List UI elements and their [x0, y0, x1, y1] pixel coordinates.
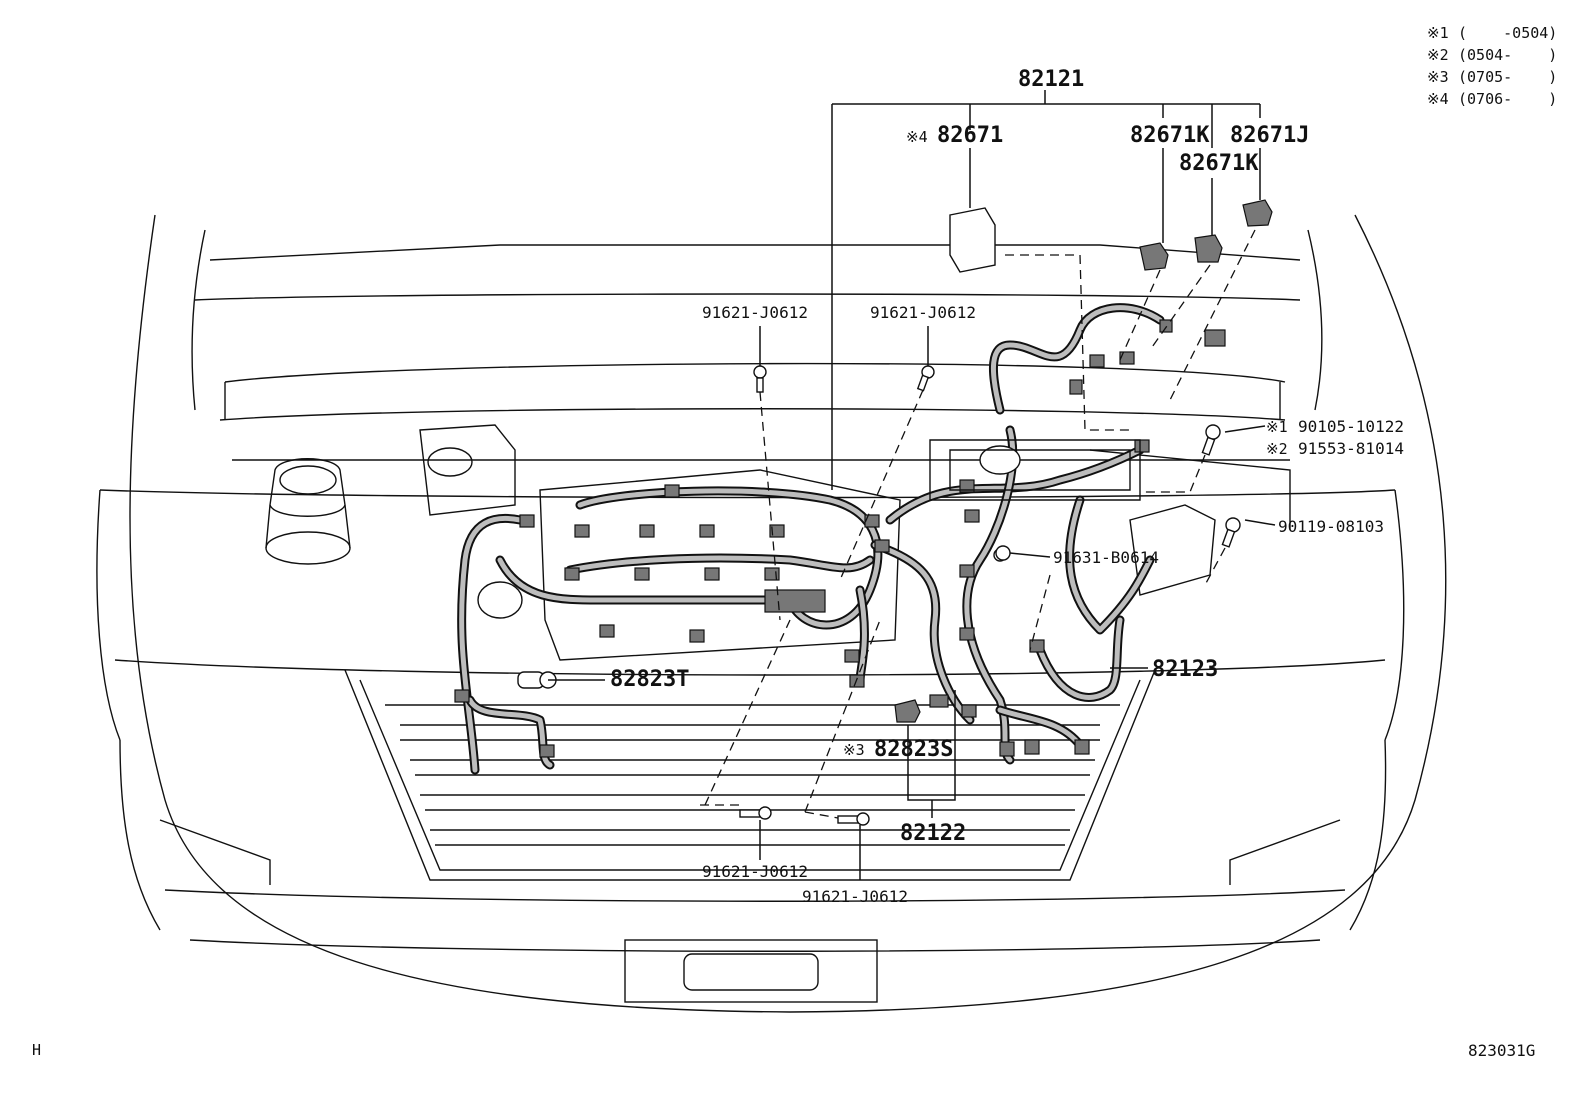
clamp-82823s-icon — [894, 699, 921, 723]
mark-90105: ※1 — [1266, 418, 1288, 436]
applicability-notes: ※1 ( -0504) ※2 (0504- ) ※3 (0705- ) ※4 (… — [1427, 24, 1557, 108]
relay-82671j-icon — [1242, 199, 1273, 227]
label-82823s: 82823S — [874, 737, 953, 762]
dashed-guides — [700, 229, 1256, 819]
note-mark-3: ※3 — [1427, 68, 1449, 86]
label-bolt-top-left: 91621-J0612 — [702, 303, 808, 322]
bolt-90105-icon — [1201, 424, 1221, 456]
label-82671j: 82671J — [1230, 123, 1309, 148]
label-bolt-bottom-left: 91621-J0612 — [702, 862, 808, 881]
bolt-bottom-mid-icon — [837, 812, 870, 826]
label-90105: 90105-10122 — [1298, 417, 1404, 436]
label-82121: 82121 — [1018, 67, 1084, 92]
note-range-1: ( -0504) — [1458, 24, 1557, 42]
mark-82671: ※4 — [906, 128, 928, 146]
relay-82671k-a-icon — [1139, 242, 1169, 271]
label-82671k-b: 82671K — [1179, 151, 1259, 176]
note-mark-1: ※1 — [1427, 24, 1449, 42]
label-82122: 82122 — [900, 821, 966, 846]
label-90119: 90119-08103 — [1278, 517, 1384, 536]
note-mark-4: ※4 — [1427, 90, 1449, 108]
note-range-4: (0706- ) — [1458, 90, 1557, 108]
bolt-91631-icon — [995, 545, 1011, 561]
part-labels: 82121 ※4 82671 82671K 82671J 82671K 9162… — [610, 67, 1404, 906]
note-range-3: (0705- ) — [1458, 68, 1557, 86]
label-bolt-top-mid: 91621-J0612 — [870, 303, 976, 322]
relay-parts — [949, 199, 1273, 273]
bolt-top-left-icon — [753, 365, 767, 393]
corner-letter: H — [32, 1041, 41, 1059]
bolt-90119-icon — [1221, 517, 1241, 548]
relay-82671-icon — [949, 207, 996, 273]
vehicle-body-outline — [96, 214, 1447, 1013]
label-82671k-a: 82671K — [1130, 123, 1210, 148]
note-range-2: (0504- ) — [1458, 46, 1557, 64]
bolt-top-mid-icon — [916, 365, 935, 392]
bolts — [517, 365, 1241, 826]
figure-code: 823031G — [1468, 1041, 1535, 1060]
label-91553: 91553-81014 — [1298, 439, 1404, 458]
label-82123: 82123 — [1152, 657, 1218, 682]
mark-82823s: ※3 — [843, 741, 865, 759]
bolt-bottom-left-icon — [739, 806, 772, 820]
note-mark-2: ※2 — [1427, 46, 1449, 64]
label-82671: 82671 — [937, 123, 1003, 148]
label-91631: 91631-B0614 — [1053, 548, 1159, 567]
wire-harness — [454, 303, 1226, 775]
label-bolt-bottom-mid: 91621-J0612 — [802, 887, 908, 906]
leader-lines — [548, 90, 1276, 880]
mark-91553: ※2 — [1266, 440, 1288, 458]
relay-82671k-b-icon — [1194, 234, 1223, 263]
label-82823t: 82823T — [610, 667, 689, 692]
